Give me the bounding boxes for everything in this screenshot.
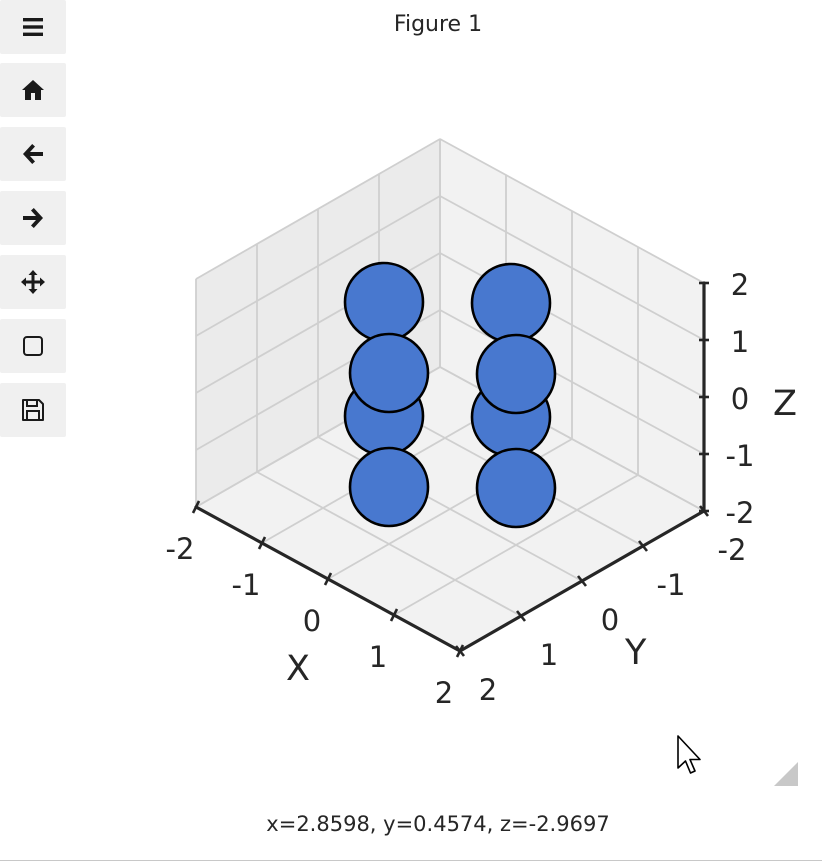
z-tick-label: -1 [726,439,755,473]
data-point-sphere [348,446,430,528]
back-button[interactable] [0,127,66,181]
home-button[interactable] [0,63,66,117]
move-arrows-icon [21,270,45,294]
x-tick-label: 1 [369,640,387,674]
y-tick-label: -1 [657,568,686,602]
arrow-left-icon [23,144,43,164]
z-tick-label: 0 [731,382,749,416]
zoom-button[interactable] [0,319,66,373]
plot-area[interactable]: -2 -1 0 1 2 -2 -1 0 1 2 -2 -1 0 1 2 X Y Z [0,0,822,800]
y-tick-label: -2 [718,533,747,567]
y-tick-label: 1 [540,638,558,672]
y-tick [515,610,527,622]
menu-button[interactable] [0,0,66,54]
gridline [439,195,705,341]
figure-title: Figure 1 [393,12,483,37]
x-axis-label: X [286,649,310,689]
y-tick [637,540,649,552]
y-axis-label: Y [624,633,647,673]
resize-grip-icon[interactable] [774,762,798,786]
pan-button[interactable] [0,255,66,309]
gridline [195,195,441,337]
data-point-sphere [475,333,557,415]
coordinates-readout: x=2.8598, y=0.4574, z=-2.9697 [266,812,610,836]
x-tick-label: 0 [303,604,321,638]
hamburger-menu-icon [23,18,43,36]
data-point-sphere [343,261,425,343]
gridline [195,138,441,280]
data-point-sphere [475,447,557,529]
y-tick-label: 0 [601,603,619,637]
status-divider [0,860,822,861]
x-tick [257,536,267,550]
x-tick [323,572,333,586]
y-tick [454,645,466,657]
z-tick-label: -2 [726,496,755,530]
mouse-pointer-icon [677,735,701,774]
x-tick-label: -1 [232,568,261,602]
data-point-sphere [348,332,430,414]
gridline [439,138,705,284]
z-tick-label: 2 [731,268,749,302]
z-tick-label: 1 [731,325,749,359]
gridline [256,471,522,617]
y-tick [576,575,588,587]
forward-button[interactable] [0,191,66,245]
x-tick [389,608,399,622]
x-tick-label: 2 [435,676,453,710]
x-tick-label: -2 [166,532,195,566]
arrow-right-icon [23,208,43,228]
z-axis-label: Z [773,384,797,424]
gridline [439,309,705,455]
data-point-sphere [470,262,552,344]
x-tick [191,500,201,514]
y-tick-label: 2 [479,673,497,707]
save-button[interactable] [0,383,66,437]
rectangle-zoom-icon [23,336,43,356]
home-icon [22,80,44,100]
floppy-disk-icon [22,399,44,421]
